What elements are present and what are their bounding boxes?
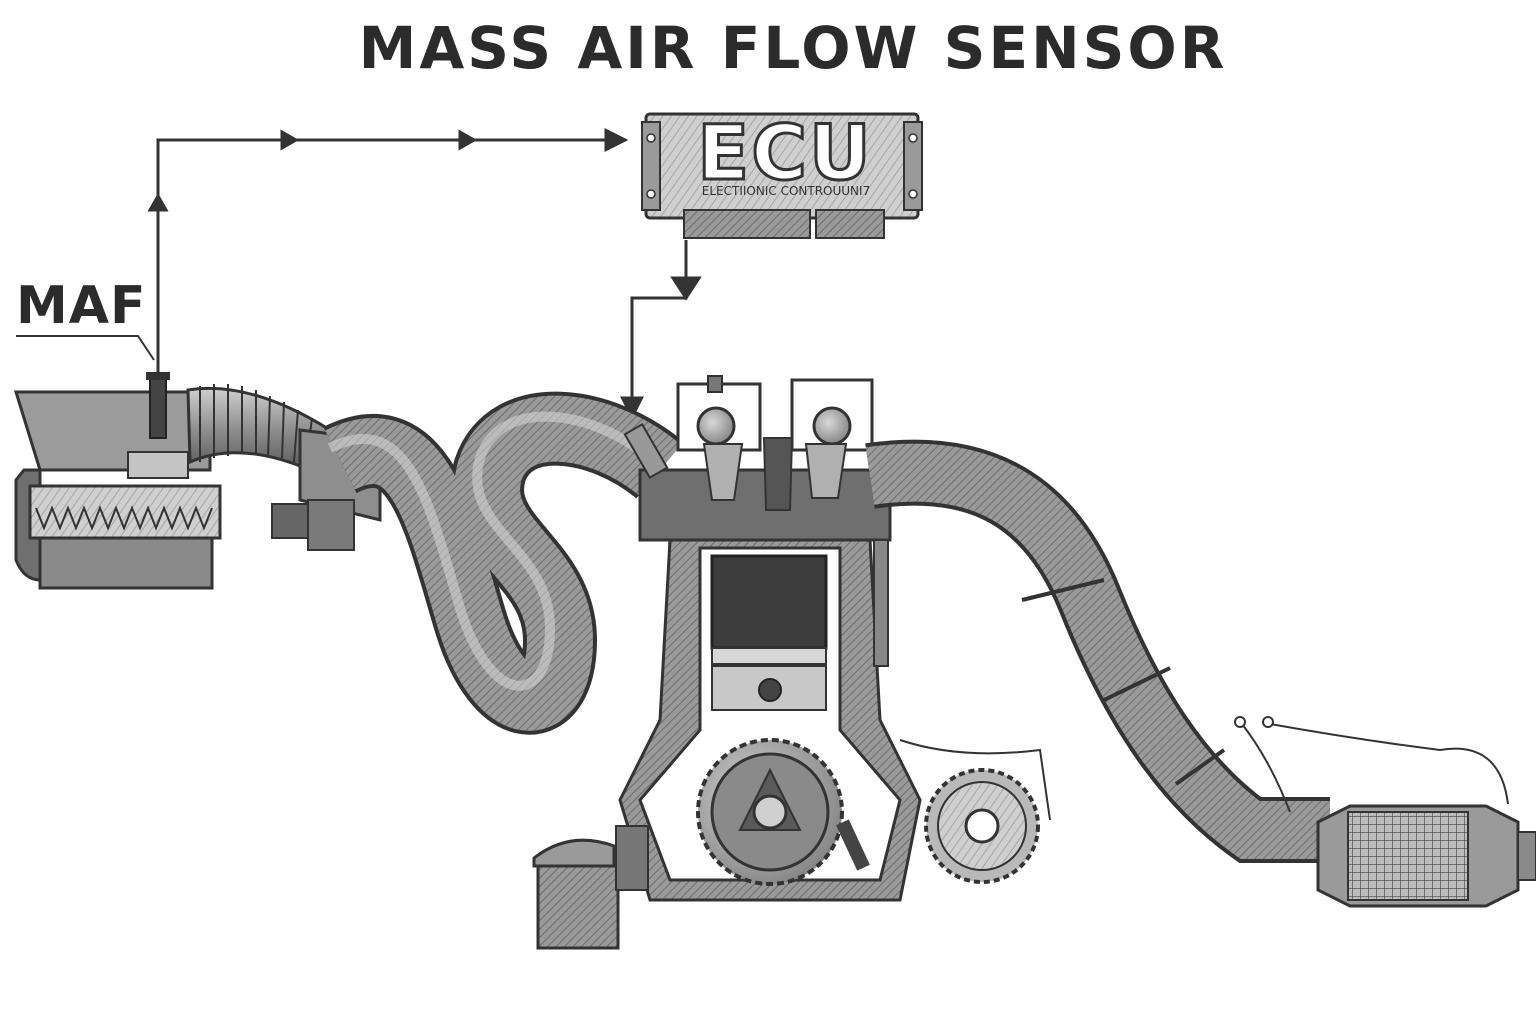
crankshaft-pulley [696, 738, 870, 886]
corrugated-intake-hose [186, 384, 332, 472]
ecu-label: ECU [696, 107, 873, 199]
air-filter-housing [13, 390, 222, 590]
diagram-title: MASS AIR FLOW SENSOR [358, 14, 1228, 82]
ecu-control-line [620, 240, 702, 421]
ecu-module [641, 112, 923, 239]
maf-label-leader [16, 335, 155, 361]
cylinder-head [623, 375, 892, 542]
catalytic-converter [1234, 716, 1536, 908]
timing-gear [899, 739, 1051, 884]
exhaust-pipe [865, 439, 1330, 863]
oil-filter [532, 825, 649, 950]
maf-label: MAF [16, 276, 147, 336]
maf-sensor [146, 372, 170, 439]
ecu-subtitle: ELECTIIONIC CONTROUUNI7 [701, 184, 871, 198]
intake-pipe [323, 391, 684, 735]
maf-signal-line [147, 128, 629, 372]
